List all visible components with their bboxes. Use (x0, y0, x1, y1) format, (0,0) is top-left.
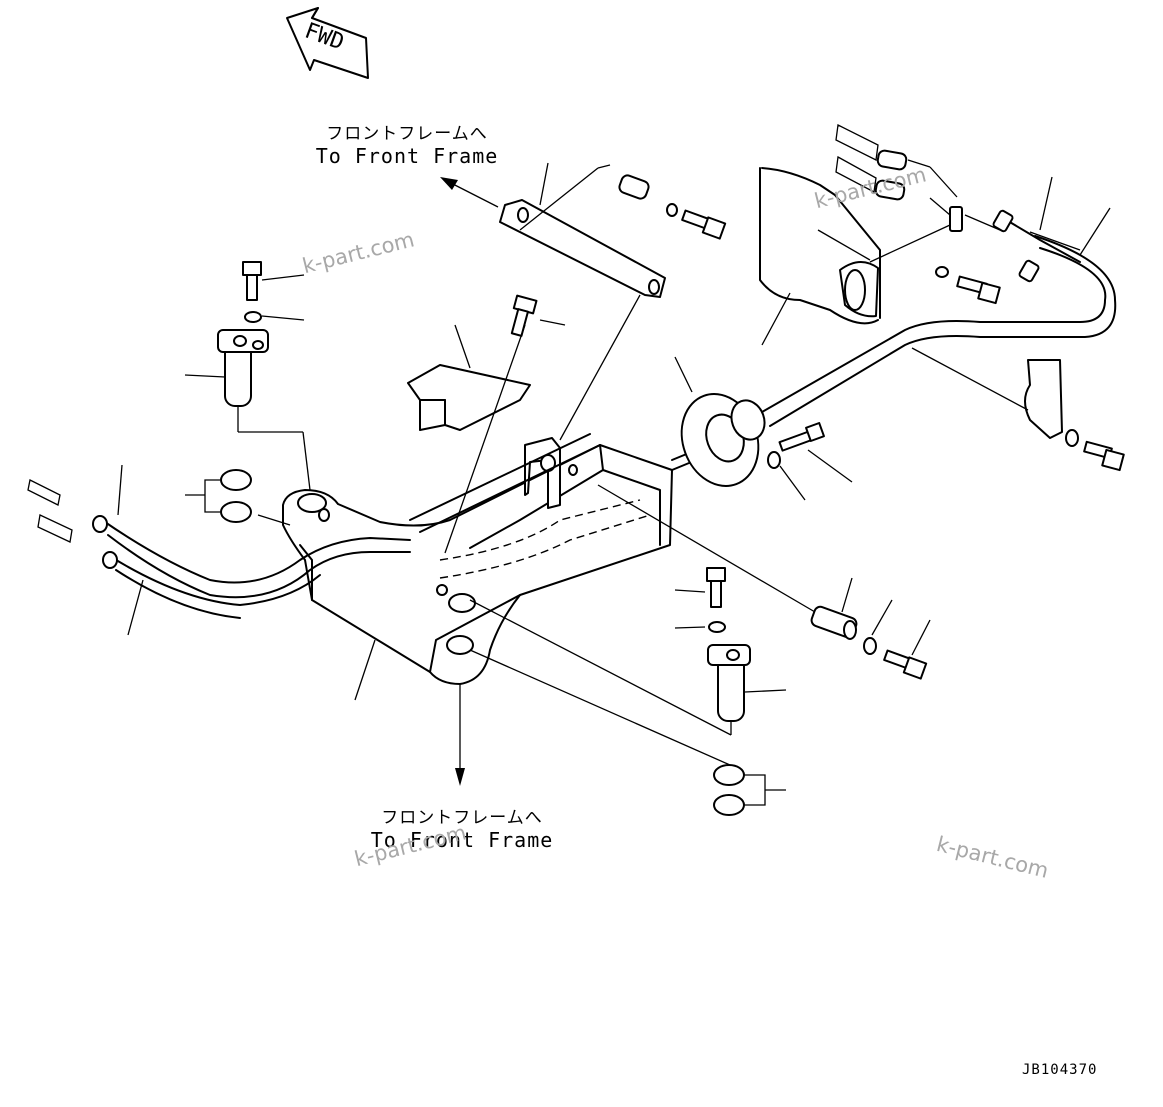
o-rings-left (220, 469, 252, 523)
pin-upper-left (217, 329, 269, 407)
washer-upper-left (244, 311, 262, 323)
bolts-upper-right (835, 124, 1001, 305)
rear-block (759, 167, 881, 325)
bolt-bracket (510, 294, 538, 337)
to-front-frame-label-top: フロントフレームへ To Front Frame (312, 119, 502, 168)
to-front-frame-arrow-bottom (455, 684, 465, 786)
to-front-frame-label-bottom: フロントフレームへ To Front Frame (367, 803, 557, 852)
washer-lower-mid (708, 621, 726, 633)
pin-lower-right (707, 644, 751, 722)
fwd-arrow-sign: FWD (286, 7, 369, 79)
bolt-link-bar (618, 174, 727, 240)
o-rings-right (713, 764, 745, 816)
label-bottom-en: To Front Frame (370, 828, 554, 852)
link-bar (499, 199, 666, 298)
hose-clamp-bracket (407, 364, 531, 431)
bolt-upper-left (242, 261, 262, 301)
axle-support-frame (282, 444, 673, 685)
bolt-right (883, 649, 928, 680)
flange (680, 393, 766, 487)
bracket-lower-right (1024, 359, 1125, 472)
label-bottom-jp: フロントフレームへ (381, 808, 543, 828)
leader-lines (117, 159, 1111, 806)
label-top-en: To Front Frame (315, 144, 499, 168)
to-front-frame-arrow-top (440, 177, 499, 208)
front-bracket (524, 437, 578, 509)
bushing-right (810, 605, 858, 640)
label-top-jp: フロントフレームへ (326, 124, 488, 144)
bolt-lower-mid (706, 567, 726, 608)
hydraulic-tube-left (27, 479, 411, 619)
drawing-code: JB104370 (1022, 1062, 1098, 1078)
washer-right (863, 637, 877, 655)
washer-flange (767, 451, 781, 469)
hydraulic-tube-right (761, 209, 1117, 427)
bolt-flange (778, 422, 825, 452)
